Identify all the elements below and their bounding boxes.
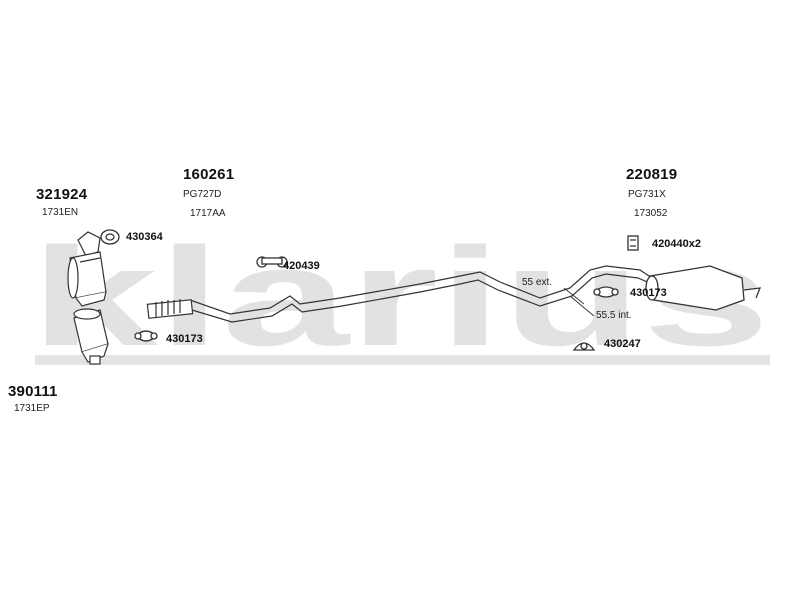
note-55-ext: 55 ext. [522, 277, 553, 288]
ref-430173-left: 430173 [166, 333, 203, 345]
ref-430247: 430247 [604, 338, 641, 350]
part-390111-code: 1731EP [14, 403, 50, 414]
gasket-430364-drawing [100, 229, 120, 245]
clamp-430173-right-drawing [592, 286, 620, 298]
watermark: klarius [30, 218, 770, 375]
part-220819-number: 220819 [626, 166, 678, 183]
ref-430364: 430364 [126, 231, 163, 243]
ref-420440: 420440x2 [652, 238, 701, 250]
part-390111-number: 390111 [8, 383, 58, 400]
rear-silencer-drawing [645, 265, 762, 311]
clamp-430173-left-drawing [134, 330, 158, 342]
front-pipe-drawing [146, 295, 343, 323]
note-55-5-int: 55.5 int. [596, 310, 632, 321]
particulate-filter-drawing [73, 308, 109, 365]
hanger-420439-drawing [256, 256, 288, 268]
part-160261-code1: PG727D [183, 189, 222, 200]
rear-pipe-drawing [339, 265, 653, 307]
part-321924-number: 321924 [36, 186, 88, 203]
part-160261-number: 160261 [183, 166, 235, 183]
part-220819-code1: PG731X [628, 189, 666, 200]
part-160261-code2: 1717AA [190, 208, 226, 219]
ref-420439: 420439 [283, 260, 320, 272]
watermark-text: klarius [30, 218, 770, 375]
catalytic-converter-drawing [67, 231, 107, 307]
part-321924-code: 1731EN [42, 207, 79, 218]
ref-430173-right: 430173 [630, 287, 667, 299]
hanger-420440-drawing [627, 235, 639, 251]
clamp-430247-drawing [572, 342, 596, 351]
dimension-lines [563, 287, 595, 317]
part-220819-code2: 173052 [634, 208, 668, 219]
